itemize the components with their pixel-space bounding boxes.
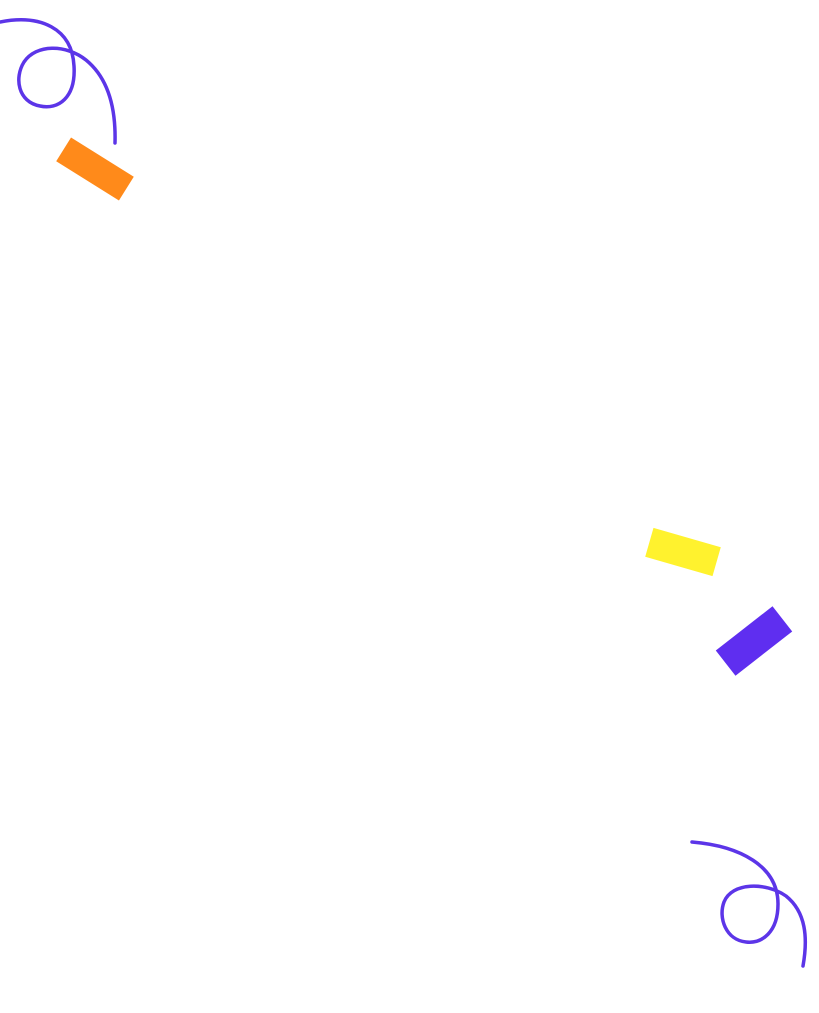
orange-confetti-icon [56,137,134,201]
swirl-top-left-icon [0,18,117,145]
swirl-bottom-right-icon [690,840,808,968]
yellow-confetti-icon [645,527,721,577]
purple-confetti-icon [715,606,793,676]
